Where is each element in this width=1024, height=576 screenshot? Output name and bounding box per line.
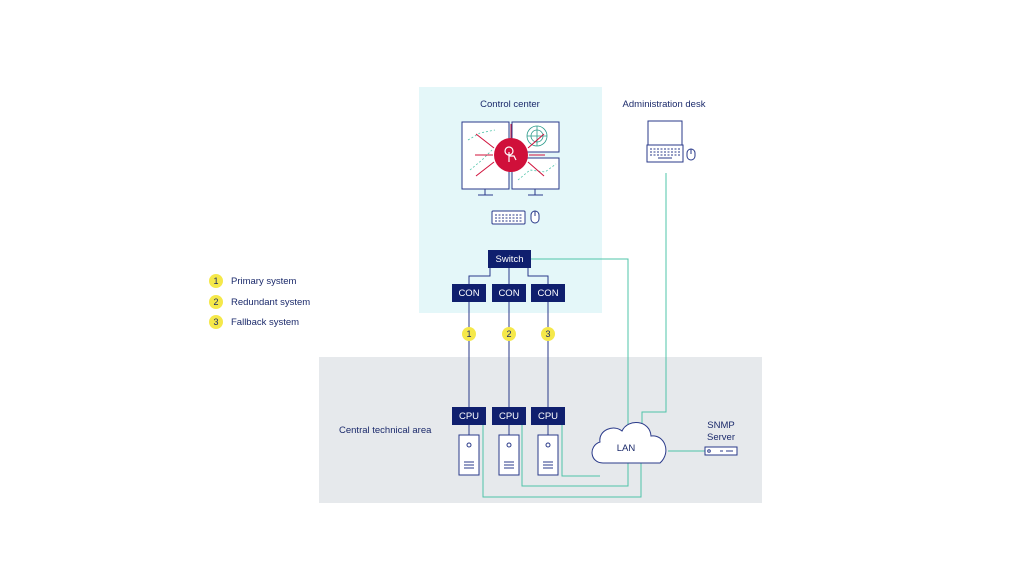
arrows-icon (475, 124, 545, 177)
con-box-1: CON (452, 284, 486, 302)
legend-badge-2: 2 (209, 295, 223, 309)
cpu-box-3: CPU (531, 407, 565, 425)
cloud-icon (591, 422, 667, 464)
laptop-icon (646, 120, 684, 163)
monitor-screen-dots (467, 129, 557, 181)
legend-badge-1: 1 (209, 274, 223, 288)
cpu-server-links (468, 425, 549, 435)
server-tower-icon (498, 434, 520, 476)
touch-hand-glyph (504, 146, 517, 162)
con-box-2: CON (492, 284, 526, 302)
legend-label-3: Fallback system (231, 317, 300, 328)
radar-icon (526, 125, 548, 147)
control-center-zone (419, 87, 602, 313)
con-cpu-links (468, 268, 549, 407)
snmp-label-line1: SNMP (707, 420, 735, 431)
central-technical-area-zone (319, 357, 762, 503)
server-tower-icon (537, 434, 559, 476)
system-badge-1: 1 (462, 327, 476, 341)
con-box-3: CON (531, 284, 565, 302)
switch-box: Switch (488, 250, 531, 268)
admin-mouse-icon (686, 148, 696, 161)
legend-label-2: Redundant system (231, 297, 311, 308)
central-technical-area-title: Central technical area (339, 425, 432, 436)
cpu-box-1: CPU (452, 407, 486, 425)
cpu-box-2: CPU (492, 407, 526, 425)
rack-server-icon (704, 446, 738, 456)
snmp-server-label: SNMP Server (707, 420, 735, 444)
server-tower-icon (458, 434, 480, 476)
control-center-title: Control center (480, 99, 540, 110)
network-links (482, 173, 705, 498)
snmp-label-line2: Server (707, 432, 735, 443)
system-badge-2: 2 (502, 327, 516, 341)
administration-desk-title: Administration desk (622, 99, 706, 110)
system-badge-3: 3 (541, 327, 555, 341)
keyboard-icon (491, 210, 526, 225)
legend-label-1: Primary system (231, 276, 297, 287)
lan-label: LAN (616, 443, 636, 454)
legend-badge-3: 3 (209, 315, 223, 329)
mouse-icon (530, 210, 540, 224)
